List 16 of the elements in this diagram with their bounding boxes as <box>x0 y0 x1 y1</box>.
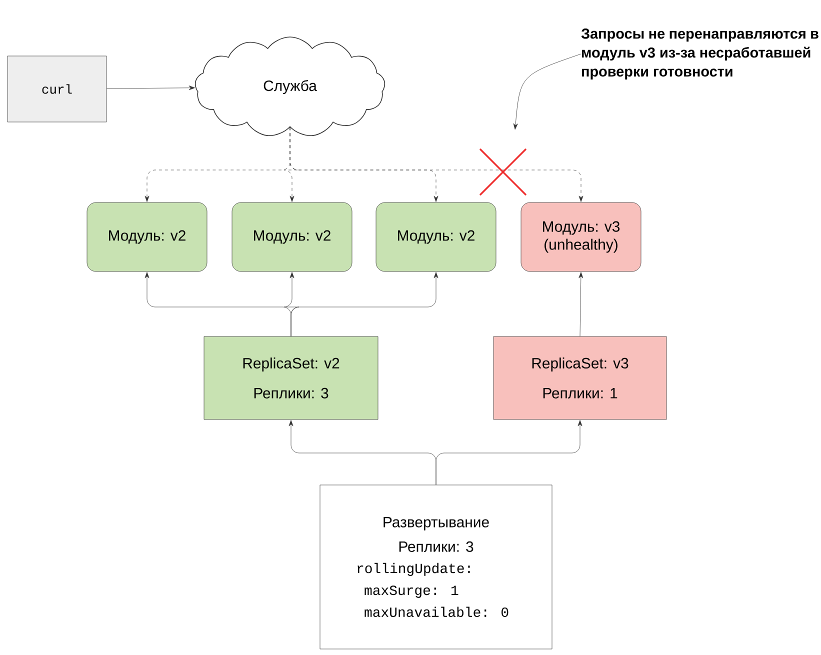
arrow <box>106 86 195 90</box>
pod-box: Модуль: v3 (unhealthy) <box>520 202 642 272</box>
annotation-text: Запросы не перенаправляются в модуль v3 из-за несработавшей проверки готовности <box>581 28 818 80</box>
arrow <box>578 272 584 336</box>
replicaset-box: ReplicaSet: v2 Реплики: 3 <box>204 336 378 420</box>
service-cloud: Служба <box>194 36 386 136</box>
pod-box: Модуль: v2 <box>232 202 352 272</box>
arrow <box>290 127 584 202</box>
pod-box: Модуль: v2 <box>376 202 496 272</box>
arrow <box>290 272 438 336</box>
arrow <box>436 420 582 485</box>
pod-box: Модуль: v2 <box>86 202 208 272</box>
arrow <box>513 54 581 130</box>
deployment-box: Развертывание Реплики: 3 rollingUpdate: maxSurge: 1 maxUnavailable: 0 <box>320 484 552 650</box>
terminal-box: curl <box>7 56 107 122</box>
replicaset-box: ReplicaSet: v3 Реплики: 1 <box>493 336 667 420</box>
